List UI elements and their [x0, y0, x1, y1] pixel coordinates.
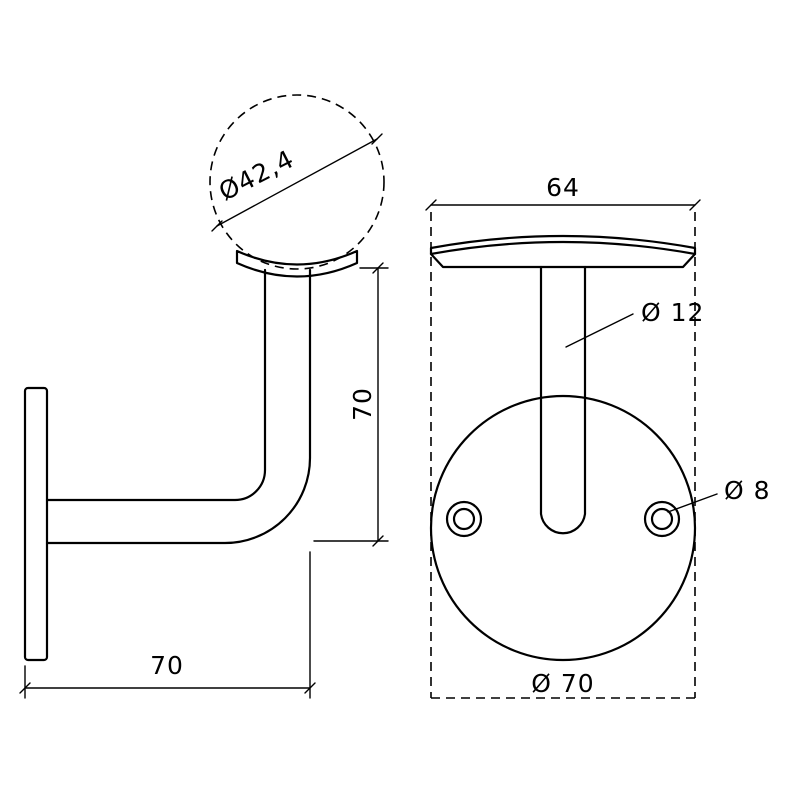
post-diameter-label: Ø 12 — [641, 298, 704, 327]
leader-line — [667, 493, 718, 513]
leader-line — [565, 313, 634, 348]
screw-hole-outer — [643, 500, 681, 538]
height-label: 70 — [348, 387, 377, 421]
hole-diameter-label: Ø 8 — [724, 476, 771, 505]
screw-hole-inner — [452, 507, 476, 531]
saddle-width-label: 64 — [546, 173, 580, 202]
side-view: Ø42,4 70 70 — [19, 94, 389, 699]
depth-dimension: 70 — [19, 551, 316, 699]
saddle-width-dimension: 64 — [425, 173, 701, 211]
screw-hole-inner — [650, 507, 674, 531]
hole-diameter-leader: Ø 8 — [667, 476, 771, 513]
saddle-front — [429, 234, 697, 269]
screw-hole-outer — [445, 500, 483, 538]
height-dimension: 70 — [313, 262, 389, 547]
bracket-arm-outline — [45, 268, 312, 545]
dimension-ticks — [425, 199, 701, 211]
rail-diameter-dimension: Ø42,4 — [211, 133, 383, 232]
saddle-front-outline — [429, 234, 697, 269]
dimension-ticks — [372, 262, 384, 547]
wall-plate-side — [23, 386, 49, 662]
saddle-front-inner-curve — [429, 240, 697, 256]
post-diameter-leader: Ø 12 — [565, 298, 704, 348]
dimension-line — [216, 138, 378, 227]
phantom-extents — [430, 212, 696, 699]
wall-plate-circle — [429, 394, 697, 662]
screw-hole-left — [445, 500, 483, 538]
saddle-side-outline — [235, 249, 359, 278]
depth-label: 70 — [150, 651, 184, 680]
handrail-tube-phantom-circle — [209, 94, 385, 270]
dimension-ticks — [19, 682, 316, 694]
front-view: 64 Ø 12 — [425, 173, 771, 699]
post-front-outline — [539, 265, 587, 535]
plate-diameter-label: Ø 70 — [531, 669, 594, 698]
dimension-ticks — [211, 133, 383, 232]
screw-hole-right — [643, 500, 681, 538]
rail-diameter-label: Ø42,4 — [214, 144, 299, 206]
